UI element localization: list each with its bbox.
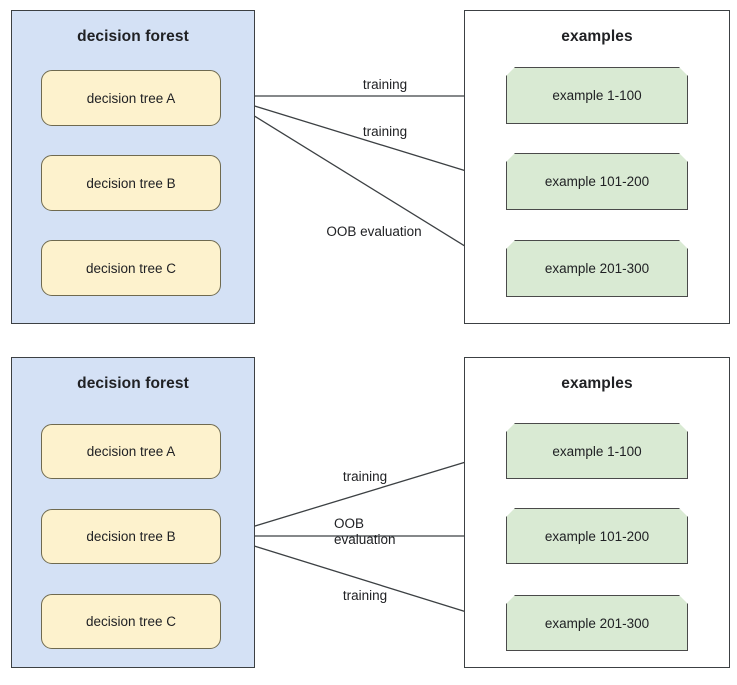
forest-panel-title: decision forest (77, 375, 189, 392)
node-label: decision tree C (85, 260, 177, 276)
node-label: example 201-300 (544, 261, 650, 276)
node-label: decision tree B (86, 529, 176, 544)
node-example-201-300[interactable]: example 201-300 (506, 240, 688, 297)
node-decision-tree-a[interactable]: decision tree A (41, 424, 221, 479)
node-label: decision tree C (85, 614, 177, 629)
edge-label-oob-evaluation: OOB evaluation (326, 224, 422, 239)
examples-panel-title: examples (561, 28, 633, 45)
node-example-101-200[interactable]: example 101-200 (506, 153, 688, 210)
node-label: decision tree B (86, 175, 176, 191)
node-label: decision tree A (86, 444, 176, 459)
edge-label-training-2: training (362, 124, 408, 139)
node-decision-tree-b[interactable]: decision tree B (41, 155, 221, 211)
edge-label-oob-evaluation: OOB evaluation (334, 516, 396, 548)
node-label: example 1-100 (552, 88, 642, 103)
node-decision-tree-c[interactable]: decision tree C (41, 240, 221, 296)
node-label: example 1-100 (552, 443, 642, 459)
forest-panel-title: decision forest (77, 28, 189, 45)
node-label: example 101-200 (544, 528, 650, 544)
node-label: decision tree A (86, 90, 176, 106)
edge-treeA-to-example3 (221, 95, 503, 270)
edge-label-training-1: training (362, 77, 408, 92)
node-decision-tree-b[interactable]: decision tree B (41, 509, 221, 564)
node-label: example 201-300 (544, 615, 650, 631)
node-example-101-200[interactable]: example 101-200 (506, 508, 688, 564)
node-decision-tree-c[interactable]: decision tree C (41, 594, 221, 649)
diagram-bottom: decision forest decision tree A decision… (0, 347, 737, 685)
node-decision-tree-a[interactable]: decision tree A (41, 70, 221, 126)
node-example-1-100[interactable]: example 1-100 (506, 423, 688, 479)
edge-treeB-to-example3 (221, 535, 503, 624)
node-example-201-300[interactable]: example 201-300 (506, 595, 688, 651)
edge-label-training-1: training (342, 469, 388, 484)
examples-panel-title: examples (561, 375, 633, 392)
diagram-top: decision forest decision tree A decision… (11, 10, 730, 324)
node-example-1-100[interactable]: example 1-100 (506, 67, 688, 124)
node-label: example 101-200 (544, 174, 650, 189)
edge-label-training-2: training (342, 588, 388, 603)
